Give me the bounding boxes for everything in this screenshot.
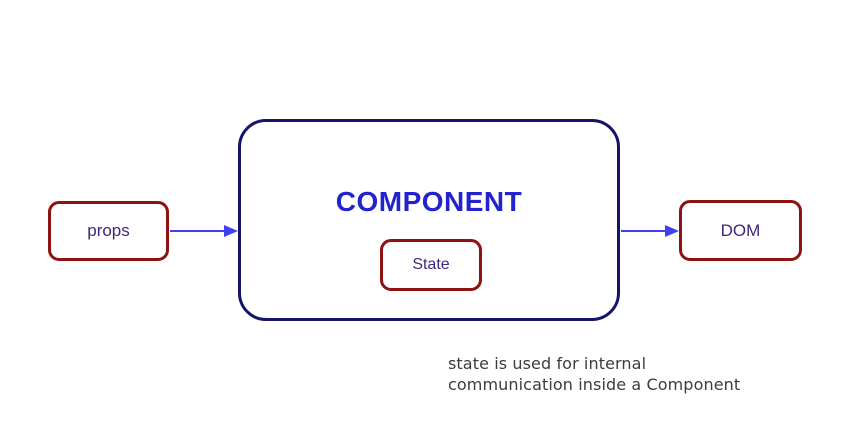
caption: state is used for internal communication…	[448, 353, 740, 395]
props-box: props	[48, 201, 169, 261]
caption-line-2: communication inside a Component	[448, 375, 741, 394]
state-box: State	[380, 239, 482, 291]
props-label: props	[87, 221, 130, 240]
state-label: State	[412, 256, 450, 273]
dom-box: DOM	[679, 200, 802, 261]
component-title: COMPONENT	[335, 186, 523, 217]
dom-label: DOM	[720, 220, 761, 240]
arrow-component-to-dom-icon	[621, 223, 679, 239]
component-box: COMPONENT	[238, 119, 620, 321]
arrow-props-to-component-icon	[170, 223, 238, 239]
caption-line-1: state is used for internal	[448, 354, 647, 373]
